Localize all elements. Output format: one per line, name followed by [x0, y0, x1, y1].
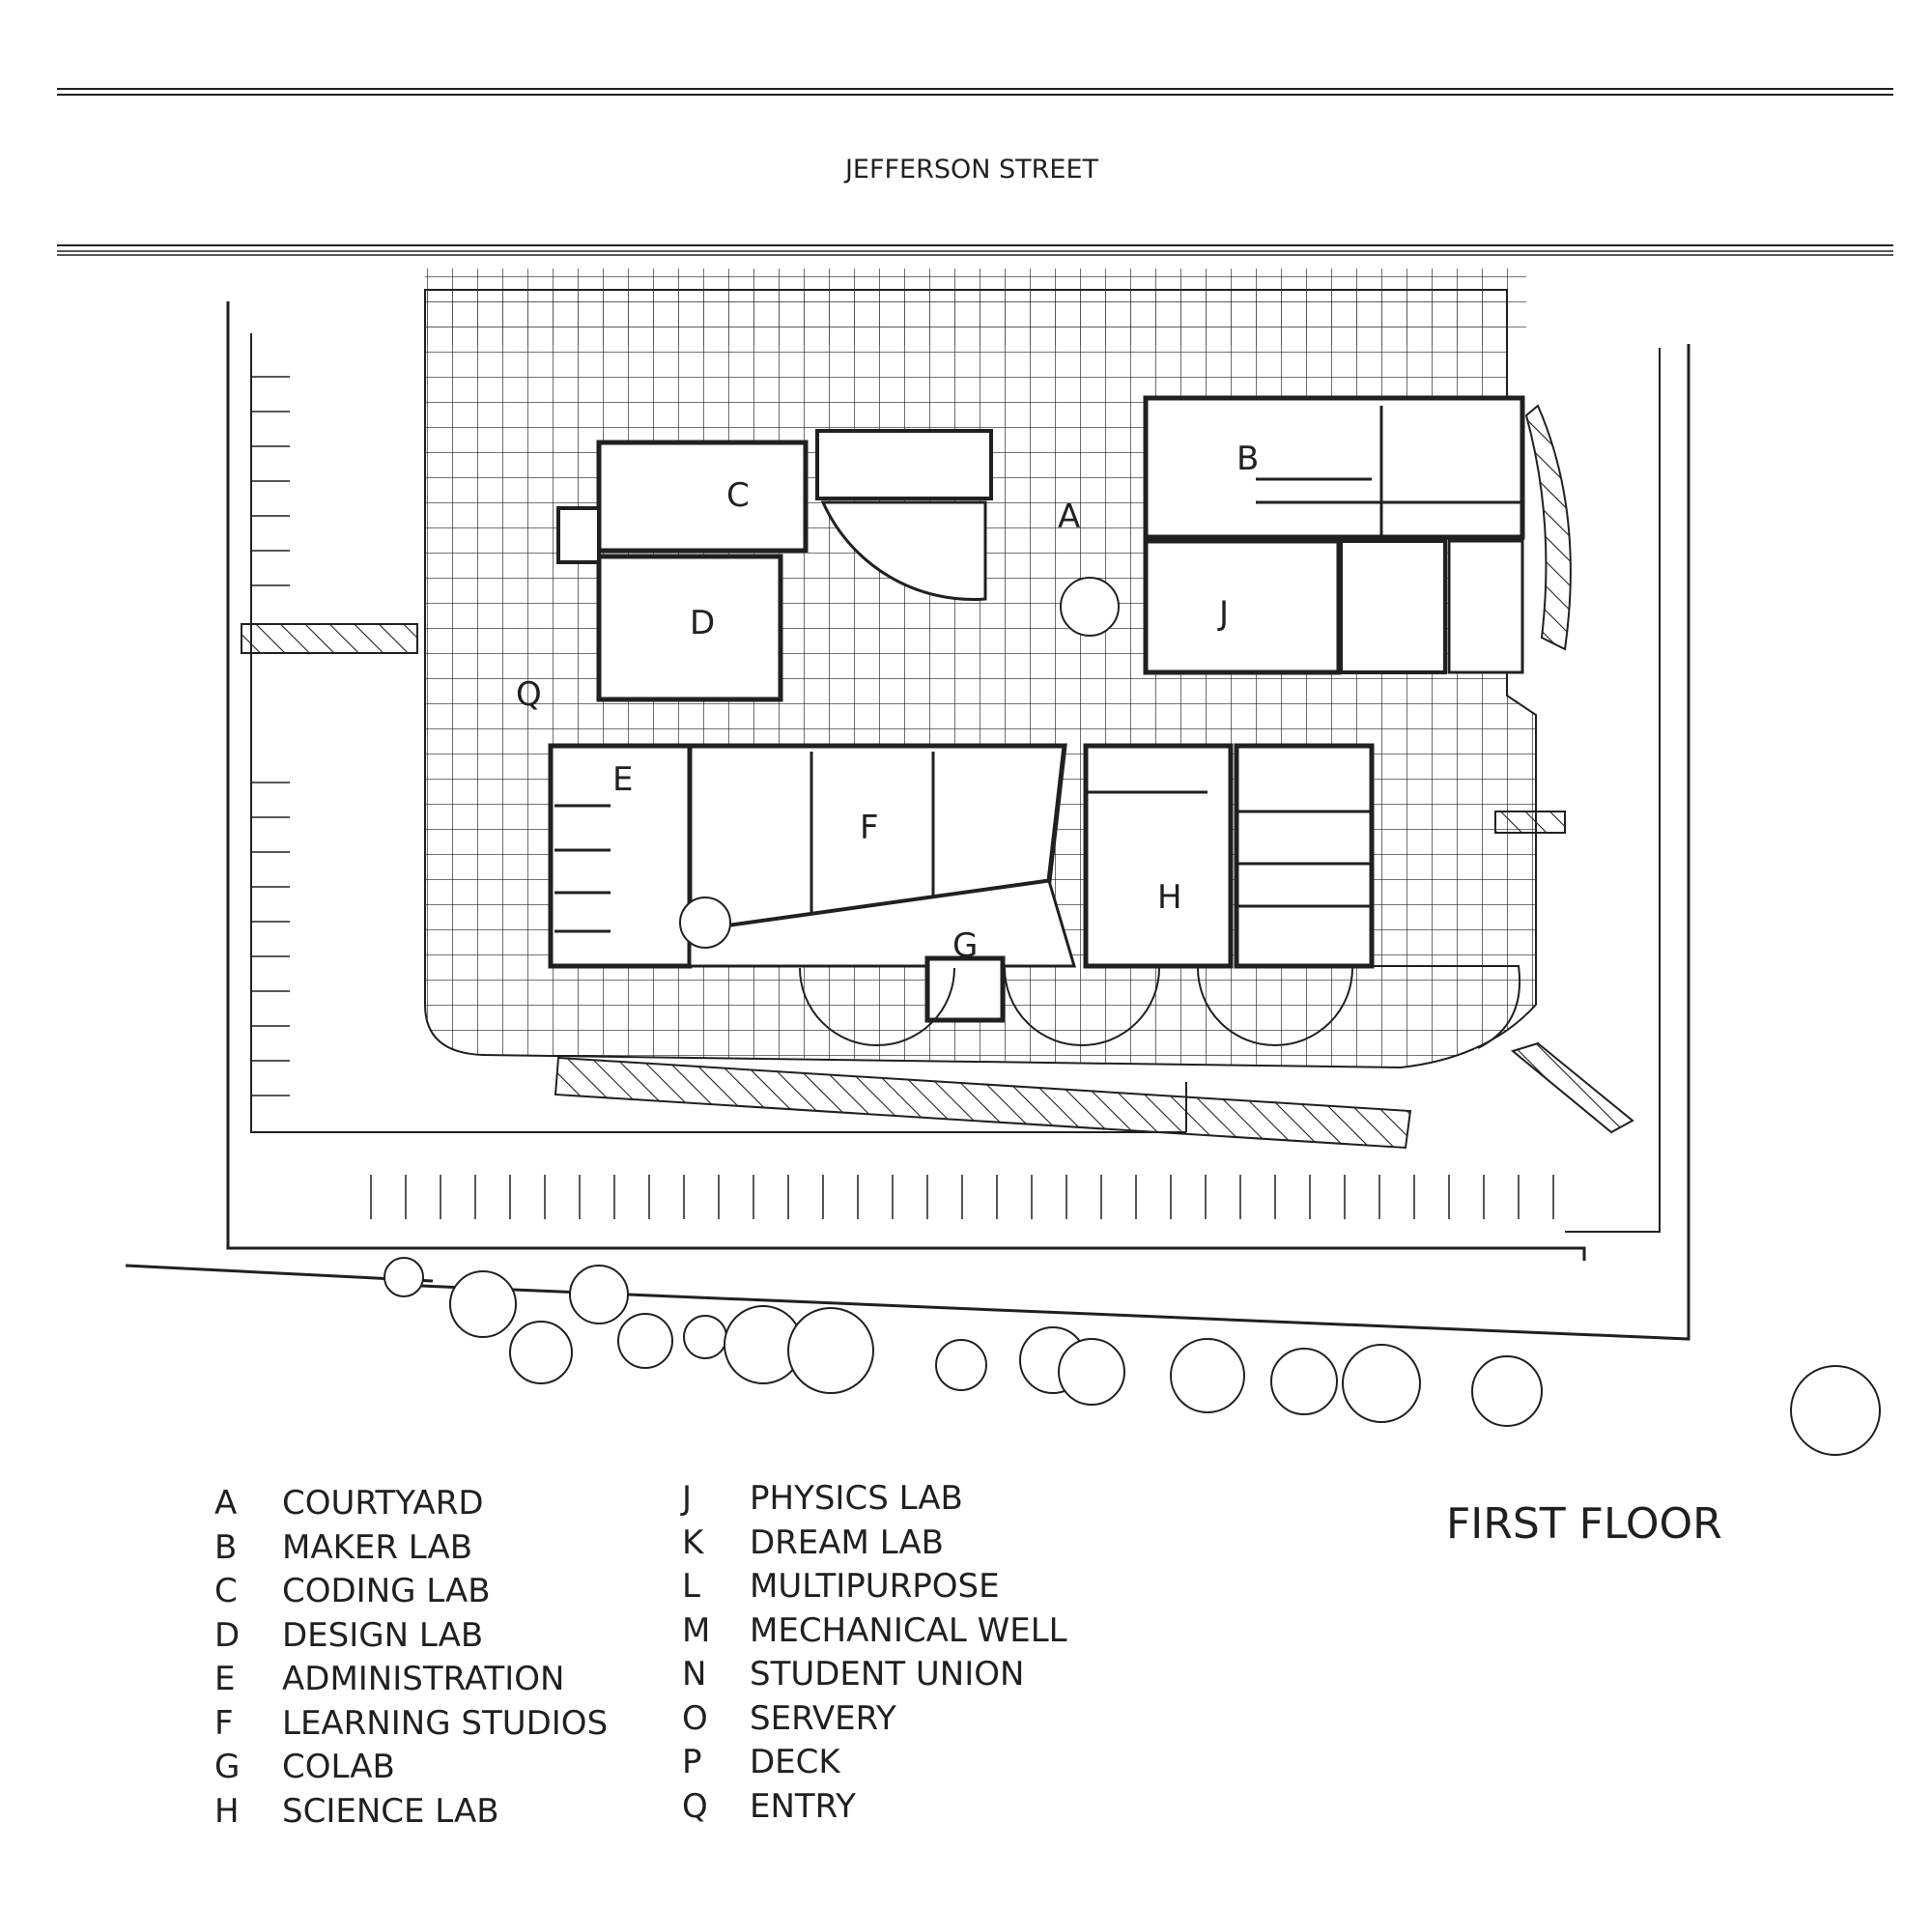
legend-label: LEARNING STUDIOS — [282, 1703, 609, 1743]
legend-label: MULTIPURPOSE — [750, 1567, 1000, 1606]
street-name: JEFFERSON STREET — [844, 155, 1099, 185]
legend-key: C — [214, 1572, 238, 1610]
legend-label: SCIENCE LAB — [282, 1791, 499, 1831]
legend-key: P — [682, 1743, 702, 1781]
legend-key: D — [214, 1615, 241, 1655]
legend-item: D DESIGN LAB — [214, 1614, 608, 1659]
legend-item: K DREAM LAB — [682, 1522, 1067, 1566]
room-label-q: Q — [516, 675, 542, 714]
room-label-f: F — [860, 809, 879, 847]
room-label-d: D — [690, 604, 715, 642]
legend-key: K — [682, 1523, 704, 1562]
trees — [384, 1257, 1881, 1456]
legend-label: STUDENT UNION — [750, 1655, 1025, 1694]
legend-item: B MAKER LAB — [214, 1526, 608, 1571]
legend-item: A COURTYARD — [214, 1482, 608, 1526]
interior-partitions — [554, 406, 1522, 933]
legend-key: J — [682, 1479, 693, 1518]
legend-item: O SERVERY — [682, 1697, 1067, 1742]
legend-label: COURTYARD — [282, 1484, 484, 1523]
street-lines — [57, 88, 1893, 256]
legend-key: O — [682, 1698, 708, 1738]
legend-label: MAKER LAB — [282, 1527, 473, 1567]
legend-key: E — [214, 1660, 236, 1698]
room-label-j: J — [1217, 594, 1229, 633]
legend-key: M — [682, 1610, 711, 1650]
courtyard-circles — [679, 577, 1520, 1049]
legend-key: Q — [682, 1786, 708, 1826]
legend-column-left: A COURTYARD B MAKER LAB C CODING LAB D DESIG… — [214, 1482, 608, 1834]
legend-item: M MECHANICAL WELL — [682, 1609, 1067, 1654]
legend-label: DESIGN LAB — [282, 1615, 484, 1655]
legend-key: B — [214, 1527, 238, 1567]
legend-item: Q ENTRY — [682, 1785, 1067, 1830]
legend-item: P DECK — [682, 1741, 1067, 1785]
legend-item: L MULTIPURPOSE — [682, 1565, 1067, 1609]
hatched-areas — [241, 404, 1634, 1150]
site-boundary — [125, 301, 1690, 1341]
legend-label: DREAM LAB — [750, 1523, 944, 1562]
building-walls — [548, 395, 1525, 1023]
legend-label: PHYSICS LAB — [750, 1479, 963, 1518]
room-label-g: G — [952, 926, 978, 965]
legend-item: F LEARNING STUDIOS — [214, 1702, 608, 1747]
legend-item: J PHYSICS LAB — [682, 1477, 1067, 1522]
legend-label: DECK — [750, 1743, 840, 1781]
legend-item: C CODING LAB — [214, 1570, 608, 1614]
legend-item: E ADMINISTRATION — [214, 1658, 608, 1702]
legend-key: G — [214, 1748, 241, 1786]
legend-key: N — [682, 1655, 707, 1694]
legend-key: F — [214, 1703, 234, 1743]
legend-label: COLAB — [282, 1748, 395, 1786]
legend-label: SERVERY — [750, 1698, 896, 1738]
parking-stalls-south — [370, 1175, 1554, 1219]
room-labels: A B C D E F G H J Q — [516, 440, 1259, 965]
room-label-a: A — [1058, 498, 1080, 536]
room-label-h: H — [1157, 878, 1182, 917]
legend-key: A — [214, 1484, 238, 1523]
room-label-c: C — [726, 476, 750, 515]
legend-item: H SCIENCE LAB — [214, 1790, 608, 1835]
legend-label: CODING LAB — [282, 1572, 491, 1610]
floor-title: FIRST FLOOR — [1446, 1499, 1722, 1549]
room-label-e: E — [612, 760, 633, 799]
room-label-b: B — [1236, 440, 1259, 478]
legend-key: L — [682, 1567, 700, 1606]
legend-key: H — [214, 1791, 240, 1831]
legend-label: MECHANICAL WELL — [750, 1610, 1067, 1650]
parking-stalls — [251, 376, 290, 1096]
legend-label: ADMINISTRATION — [282, 1660, 565, 1698]
legend-item: G COLAB — [214, 1746, 608, 1790]
legend-item: N STUDENT UNION — [682, 1653, 1067, 1697]
legend-label: ENTRY — [750, 1786, 856, 1826]
